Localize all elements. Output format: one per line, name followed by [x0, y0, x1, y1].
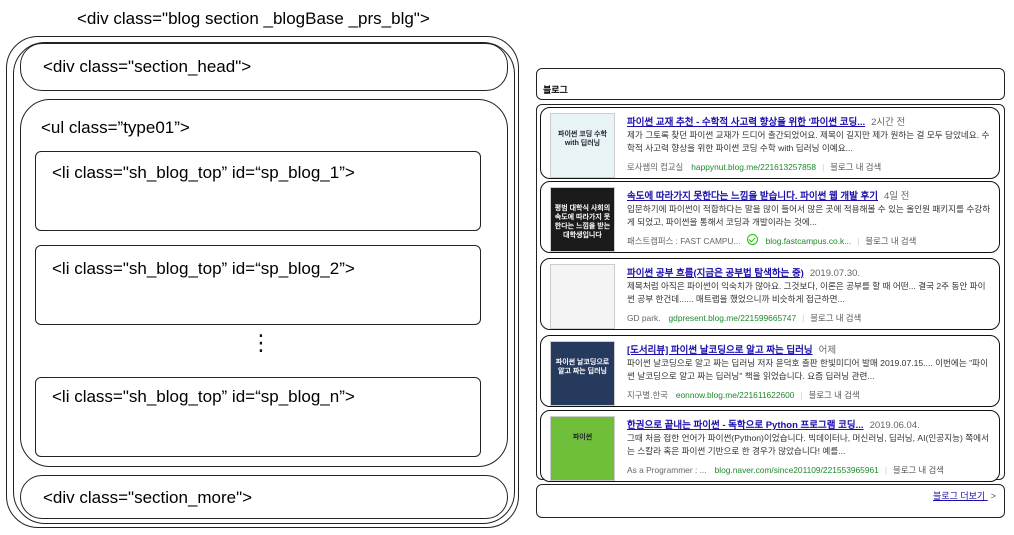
blog-item-title-row: 한권으로 끝내는 파이썬 - 독학으로 Python 프로그램 코딩... 201… [627, 417, 991, 431]
blog-item-url[interactable]: blog.fastcampus.co.k... [765, 236, 852, 246]
blog-item-meta: As a Programmer : ... blog.naver.com/sinc… [627, 464, 991, 476]
blog-item-time: 2시간 전 [871, 117, 906, 128]
blog-item-title-link[interactable]: 속도에 따라가지 못한다는 느낌을 받습니다. 파이썬 웹 개발 후기 [627, 191, 878, 202]
section-more-box: <div class="section_more"> [20, 475, 508, 519]
blog-section-mock: 블로그 파이썬 코딩 수학 with 딥러닝 파이썬 교재 추천 - 수학적 사고… [536, 68, 1006, 518]
blog-item-source[interactable]: GD park. [627, 313, 661, 323]
blog-item-url[interactable]: blog.naver.com/since201109/221553965961 [714, 465, 879, 475]
blog-item-title-row: 파이썬 공부 흐름(지금은 공부법 탐색하는 중) 2019.07.30. [627, 265, 991, 279]
li-blog-n-box: <li class="sh_blog_top” id=“sp_blog_n”> [35, 377, 481, 457]
blog-item-meta: 로사쌤의 컴교실 happynut.blog.me/221613257858 | 블로… [627, 161, 991, 173]
blog-item-card[interactable]: 파이썬 날코딩으로 알고 짜는 딥러닝 [도서리뷰] 파이썬 날코딩으로 알고 짜… [540, 335, 1000, 407]
blog-item-description: 입문하기에 파이썬이 적합하다는 말을 많이 들어서 많은 곳에 적용해볼 수 … [627, 204, 991, 227]
blog-inside-search-link[interactable]: 블로그 내 검색 [865, 236, 917, 246]
verified-check-icon [746, 234, 758, 245]
blog-item-source[interactable]: 로사쌤의 컴교실 [627, 162, 684, 172]
blog-item-title-link[interactable]: [도서리뷰] 파이썬 날코딩으로 알고 짜는 딥러닝 [627, 345, 813, 356]
blog-header-box: 블로그 [536, 68, 1005, 100]
blog-more-link[interactable]: 블로그 더보기 > [933, 489, 996, 502]
blog-div-label: <div class="blog section _blogBase _prs_… [77, 9, 430, 28]
blog-item-title-link[interactable]: 파이썬 공부 흐름(지금은 공부법 탐색하는 중) [627, 268, 804, 279]
blog-thumbnail-text: 파이썬 날코딩으로 알고 짜는 딥러닝 [555, 359, 610, 375]
li-blog-2-label: <li class="sh_blog_top” id=“sp_blog_2”> [52, 259, 355, 278]
blog-thumbnail-text: 평범 대학식 사회의 속도에 따라가지 못한다는 느낌을 받는 대학생입니다 [554, 205, 611, 239]
ul-type01-label: <ul class=”type01”> [41, 118, 190, 137]
blog-item-time: 4일 전 [884, 191, 910, 202]
blog-item-url[interactable]: eonnow.blog.me/221611622600 [675, 390, 795, 400]
blog-inside-search-link[interactable]: 블로그 내 검색 [830, 162, 882, 172]
blog-item-title-row: 속도에 따라가지 못한다는 느낌을 받습니다. 파이썬 웹 개발 후기 4일 전 [627, 188, 991, 202]
chevron-right-icon: > [990, 491, 996, 501]
blog-more-box: 블로그 더보기 > [536, 484, 1005, 518]
blog-item-url[interactable]: gdpresent.blog.me/221599665747 [668, 313, 797, 323]
blog-item-time: 2019.07.30. [809, 268, 861, 279]
blog-thumbnail[interactable]: 파이썬 코딩 수학 with 딥러닝 [550, 113, 615, 178]
li-blog-2-box: <li class="sh_blog_top” id=“sp_blog_2”> [35, 245, 481, 325]
blog-thumbnail[interactable] [550, 264, 615, 329]
blog-thumbnail[interactable]: 파이썬 [550, 416, 615, 481]
blog-item-card[interactable]: 파이썬 한권으로 끝내는 파이썬 - 독학으로 Python 프로그램 코딩...… [540, 410, 1000, 482]
li-blog-1-label: <li class="sh_blog_top” id=“sp_blog_1”> [52, 163, 355, 182]
blog-thumbnail[interactable]: 파이썬 날코딩으로 알고 짜는 딥러닝 [550, 341, 615, 406]
meta-divider: | [802, 313, 805, 323]
blog-inside-search-link[interactable]: 블로그 내 검색 [893, 465, 944, 475]
blog-item-meta: 패스트캠퍼스 : FAST CAMPU... blog.fastcampus.co… [627, 234, 991, 247]
section-more-label: <div class="section_more"> [43, 488, 253, 507]
blog-item-description: 제가 그토록 찾던 파이썬 교재가 드디어 출간되었어요. 제목이 길지만 제가… [627, 130, 990, 153]
blog-item-title-row: [도서리뷰] 파이썬 날코딩으로 알고 짜는 딥러닝 어제 [627, 342, 991, 356]
blog-inside-search-link[interactable]: 블로그 내 검색 [810, 313, 862, 323]
blog-item-title-link[interactable]: 한권으로 끝내는 파이썬 - 독학으로 Python 프로그램 코딩... [627, 420, 864, 431]
blog-inside-search-link[interactable]: 블로그 내 검색 [808, 390, 860, 400]
blog-item-meta: 지구별.한국 eonnow.blog.me/221611622600 | 블로그 내 … [627, 389, 991, 401]
blog-div-box [13, 42, 515, 524]
blog-item-description: 파이썬 날코딩으로 알고 짜는 딥러닝 저자 윤덕호 출판 한빛미디어 발매 2… [627, 358, 988, 381]
blog-thumbnail-text: 파이썬 코딩 수학 with 딥러닝 [558, 131, 607, 147]
meta-divider: | [884, 465, 887, 475]
blog-item-source[interactable]: 지구별.한국 [627, 390, 668, 400]
blog-div-outer-border [6, 36, 519, 528]
section-head-label: <div class="section_head"> [43, 57, 252, 76]
blog-item-title-link[interactable]: 파이썬 교재 추천 - 수학적 사고력 향상을 위한 '파이썬 코딩... [627, 117, 866, 128]
blog-item-description: 그때 처음 접한 언어가 파이썬(Python)이었습니다. 빅데이터나, 머신… [627, 433, 989, 456]
blog-item-card[interactable]: 평범 대학식 사회의 속도에 따라가지 못한다는 느낌을 받는 대학생입니다 속도… [540, 181, 1000, 253]
blog-item-source[interactable]: As a Programmer : ... [627, 465, 707, 475]
blog-item-card[interactable]: 파이썬 공부 흐름(지금은 공부법 탐색하는 중) 2019.07.30. 제목처럼… [540, 258, 1000, 330]
li-blog-n-label: <li class="sh_blog_top” id=“sp_blog_n”> [52, 387, 355, 406]
blog-header-title: 블로그 [543, 85, 568, 95]
meta-divider: | [822, 162, 825, 172]
blog-more-label: 블로그 더보기 [933, 491, 986, 501]
section-head-box: <div class="section_head"> [20, 43, 508, 91]
vertical-ellipsis: ⋮ [250, 330, 272, 355]
blog-item-time: 2019.06.04. [869, 420, 920, 431]
blog-item-description: 제목처럼 아직은 파이썬이 익숙치가 않아요. 그것보다, 이론은 공부를 할 … [627, 281, 986, 304]
blog-item-meta: GD park. gdpresent.blog.me/221599665747 | 블… [627, 312, 991, 324]
blog-thumbnail[interactable]: 평범 대학식 사회의 속도에 따라가지 못한다는 느낌을 받는 대학생입니다 [550, 187, 615, 252]
li-blog-1-box: <li class="sh_blog_top” id=“sp_blog_1”> [35, 151, 481, 231]
blog-item-title-row: 파이썬 교재 추천 - 수학적 사고력 향상을 위한 '파이썬 코딩... 2시간… [627, 114, 991, 128]
blog-item-time: 어제 [818, 345, 837, 356]
blog-item-card[interactable]: 파이썬 코딩 수학 with 딥러닝 파이썬 교재 추천 - 수학적 사고력 향상… [540, 107, 1000, 179]
blog-thumbnail-text: 파이썬 [572, 434, 593, 441]
meta-divider: | [857, 236, 860, 246]
meta-divider: | [800, 390, 803, 400]
blog-item-source[interactable]: 패스트캠퍼스 : FAST CAMPU... [627, 236, 741, 246]
blog-item-url[interactable]: happynut.blog.me/221613257858 [691, 162, 817, 172]
